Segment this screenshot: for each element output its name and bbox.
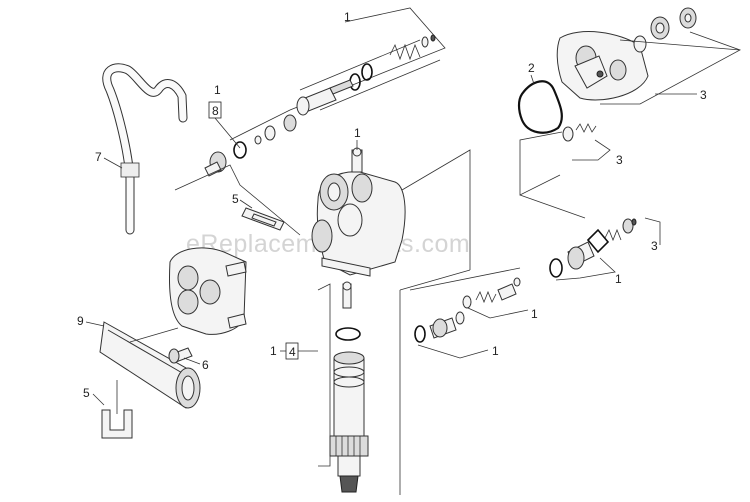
callout-8: 8 bbox=[212, 104, 219, 118]
screw-part bbox=[168, 347, 193, 364]
lower-valve-part bbox=[414, 311, 465, 343]
ball bbox=[430, 34, 436, 42]
pump-head-part bbox=[311, 147, 406, 277]
callout-1-box4: 1 bbox=[270, 344, 277, 358]
callout-1-right-c: 1 bbox=[492, 344, 499, 358]
o-ring bbox=[361, 63, 373, 81]
callout-1-top: 1 bbox=[344, 10, 351, 24]
callout-9: 9 bbox=[77, 314, 84, 328]
callout-3-mid: 3 bbox=[616, 153, 623, 167]
callout-1-mid: 1 bbox=[354, 126, 361, 140]
callout-3-low: 3 bbox=[651, 239, 658, 253]
clip-bracket-upper bbox=[241, 207, 285, 231]
cylinder-head-part bbox=[556, 31, 649, 101]
callout-1-box8: 1 bbox=[214, 83, 221, 97]
callout-2: 2 bbox=[528, 61, 535, 75]
callout-4: 4 bbox=[289, 345, 296, 359]
end-fittings-top-right bbox=[633, 7, 697, 53]
callout-5-upper: 5 bbox=[232, 192, 239, 206]
small-valve-parts bbox=[233, 114, 297, 159]
callout-7: 7 bbox=[95, 150, 102, 164]
washer bbox=[421, 36, 429, 48]
callout-1-right-a: 1 bbox=[615, 272, 622, 286]
callout-6: 6 bbox=[202, 358, 209, 372]
valve-part-3 bbox=[562, 123, 597, 142]
top-valve-assembly bbox=[174, 7, 446, 236]
spring-part bbox=[389, 43, 421, 61]
callout-5-lower: 5 bbox=[83, 386, 90, 400]
callout-3-top: 3 bbox=[700, 88, 707, 102]
inlet-fitting bbox=[204, 151, 227, 177]
right-lower-valve bbox=[462, 277, 521, 309]
right-valve-assembly bbox=[549, 218, 637, 278]
gasket-part bbox=[517, 80, 563, 134]
callout-1-right-b: 1 bbox=[531, 307, 538, 321]
o-ring-diamond bbox=[586, 228, 610, 254]
bottom-cylinder-assembly bbox=[317, 281, 369, 493]
lance-handle-part bbox=[99, 321, 201, 409]
hose-part bbox=[102, 63, 188, 235]
manifold-housing-part bbox=[169, 247, 247, 335]
clip-bracket-lower bbox=[101, 380, 133, 439]
valve-stem-part bbox=[296, 79, 354, 116]
